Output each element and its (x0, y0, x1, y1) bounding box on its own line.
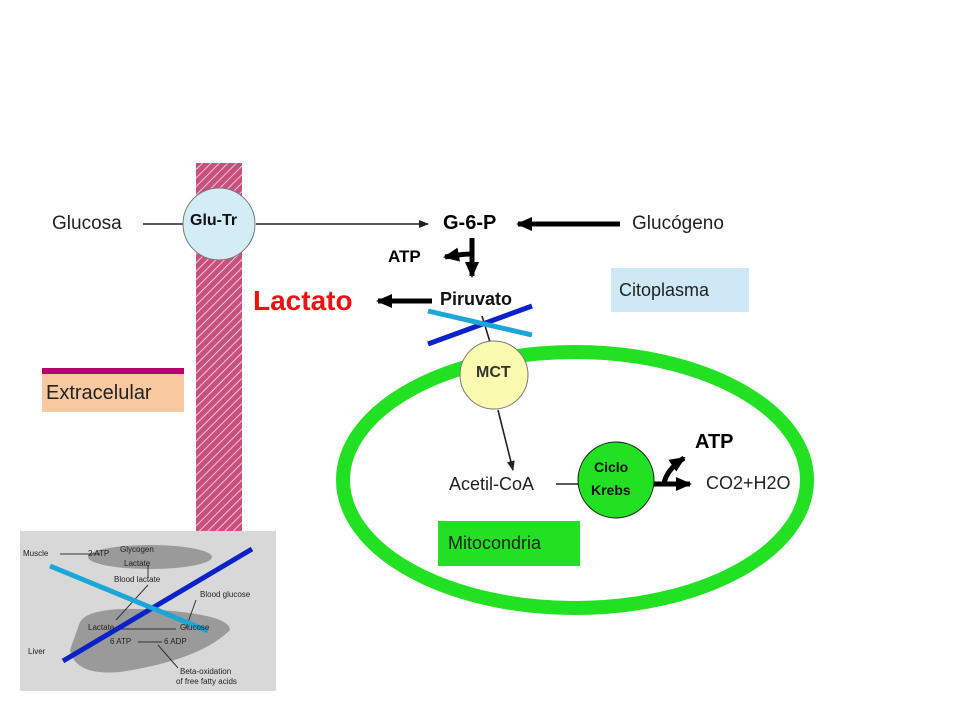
lactato-label: Lactato (253, 285, 353, 316)
inset-blood-lactate-line (115, 584, 149, 621)
inset-glucose-liver-label: Glucose (180, 623, 210, 632)
mitocondria-box: Mitocondria (438, 521, 580, 566)
inset-liver-label: Liver (28, 647, 46, 656)
inset-muscle-label: Muscle (23, 549, 49, 558)
piruvato-label: Piruvato (440, 289, 513, 309)
inset-beta-ox-label-2: of free fatty acids (176, 677, 237, 686)
atp-mito-label: ATP (695, 431, 734, 453)
cross-light-line (427, 308, 533, 338)
inset-beta-ox-line (157, 644, 179, 669)
inset-lactate-muscle-label: Lactate (124, 559, 151, 568)
extracelular-box: Extracelular (42, 368, 184, 412)
inset-cross-dark-line (61, 546, 254, 664)
atp-top-label: ATP (388, 247, 421, 266)
piruvato-to-mct-line (481, 315, 491, 343)
mitocondria-label: Mitocondria (448, 533, 542, 553)
inset-cross-light-line (49, 563, 209, 634)
inset-glycogen-label: Glycogen (120, 545, 154, 554)
mct-transporter (459, 340, 529, 410)
g6p-label: G-6-P (443, 212, 497, 234)
inset-blood-glucose-label: Blood glucose (200, 590, 251, 599)
mct-to-acetilcoa-arrow (497, 409, 515, 471)
inset-beta-ox-label-1: Beta-oxidation (180, 667, 232, 676)
co2-h2o-label: CO2+H2O (706, 473, 791, 493)
mitochondria-ring (336, 345, 814, 615)
inset-6atp-label: 6 ATP (110, 637, 132, 646)
extracelular-label: Extracelular (46, 381, 152, 404)
mct-label: MCT (476, 364, 511, 381)
krebs-label: Krebs (591, 482, 631, 498)
atp-curl-arrow (443, 247, 473, 262)
glucogeno-label: Glucógeno (632, 213, 724, 234)
inset-2atp-label: 2 ATP (88, 549, 110, 558)
citoplasma-label: Citoplasma (619, 279, 710, 300)
ciclo-label: Ciclo (594, 459, 629, 475)
acetil-coa-label: Acetil-CoA (449, 474, 535, 494)
citoplasma-box: Citoplasma (611, 268, 749, 312)
inset-6adp-label: 6 ADP (164, 637, 187, 646)
krebs-atp-curl-arrow (661, 455, 686, 485)
glu-tr-label: Glu-Tr (190, 212, 238, 229)
krebs-cycle-circle (577, 441, 655, 519)
inset-muscle-shape (88, 545, 212, 569)
inset-lactate-liver-label: Lactate (88, 623, 115, 632)
glucosa-label: Glucosa (52, 213, 122, 234)
glucose-transporter (182, 187, 256, 261)
inset-blood-lactate-label: Blood lactate (114, 575, 161, 584)
